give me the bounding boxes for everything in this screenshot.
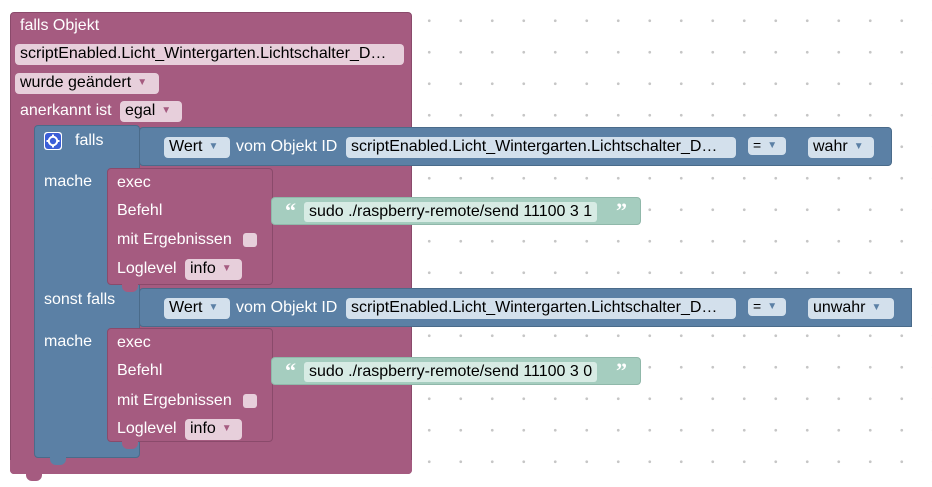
chevron-down-icon: ▼ (871, 302, 882, 313)
if-label: falls (75, 132, 104, 149)
loglevel-value-1: info (190, 260, 216, 277)
exec-next-notch-1 (122, 284, 138, 292)
chevron-down-icon: ▼ (137, 77, 148, 88)
chevron-down-icon: ▼ (221, 263, 232, 274)
value-text-2: unwahr (813, 299, 866, 316)
command-string-block-1[interactable]: “ sudo ./raspberry-remote/send 11100 3 1… (271, 197, 641, 225)
chevron-down-icon: ▼ (767, 140, 778, 151)
loglevel-value-2: info (190, 420, 216, 437)
results-label-1: mit Ergebnissen (117, 231, 232, 248)
loglevel-label-2: Loglevel (117, 420, 177, 437)
property-dropdown-2[interactable]: Wert ▼ (164, 298, 230, 319)
trigger-title: falls Objekt (20, 17, 100, 34)
chevron-down-icon: ▼ (208, 302, 219, 313)
trigger-bottom-bar (10, 460, 412, 474)
object-id-field-1[interactable]: scriptEnabled.Licht_Wintergarten.Lichtsc… (346, 137, 736, 158)
object-id-text-2: scriptEnabled.Licht_Wintergarten.Lichtsc… (351, 299, 718, 316)
results-label-2: mit Ergebnissen (117, 392, 232, 409)
trigger-ack-dropdown[interactable]: egal ▼ (120, 101, 182, 122)
value-dropdown-2[interactable]: unwahr ▼ (808, 298, 894, 319)
of-object-label-1: vom Objekt ID (236, 138, 338, 155)
condition-block-1[interactable]: Wert ▼ vom Objekt ID scriptEnabled.Licht_… (139, 127, 892, 166)
loglevel-dropdown-1[interactable]: info ▼ (185, 259, 242, 280)
results-checkbox-2[interactable] (243, 394, 257, 408)
value-text-1: wahr (813, 138, 848, 155)
trigger-ack-label: anerkannt ist (20, 102, 112, 119)
command-text-1[interactable]: sudo ./raspberry-remote/send 11100 3 1 (304, 202, 598, 222)
exec-title-2: exec (117, 334, 151, 351)
trigger-object-id-field[interactable]: scriptEnabled.Licht_Wintergarten.Lichtsc… (15, 44, 404, 65)
command-label-1: Befehl (117, 202, 163, 219)
open-quote-icon: “ (285, 358, 296, 383)
command-label-2: Befehl (117, 362, 163, 379)
exec-title-1: exec (117, 174, 151, 191)
loglevel-label-1: Loglevel (117, 260, 177, 277)
of-object-label-2: vom Objekt ID (236, 299, 338, 316)
close-quote-icon: ” (616, 198, 627, 223)
open-quote-icon: “ (285, 198, 296, 223)
trigger-change-dropdown[interactable]: wurde geändert ▼ (15, 73, 159, 94)
do-label-2: mache (44, 333, 93, 350)
property-value-2: Wert (169, 299, 203, 316)
if-next-notch (50, 457, 66, 465)
operator-value-1: = (753, 137, 762, 153)
trigger-ack-value: egal (125, 102, 156, 119)
trigger-next-notch (26, 473, 42, 481)
results-checkbox-1[interactable] (243, 233, 257, 247)
trigger-object-id-text: scriptEnabled.Licht_Wintergarten.Lichtsc… (20, 45, 387, 62)
operator-value-2: = (753, 298, 762, 314)
chevron-down-icon: ▼ (161, 105, 172, 116)
property-value-1: Wert (169, 138, 203, 155)
chevron-down-icon: ▼ (767, 301, 778, 312)
value-dropdown-1[interactable]: wahr ▼ (808, 137, 874, 158)
do-label-1: mache (44, 173, 93, 190)
property-dropdown-1[interactable]: Wert ▼ (164, 137, 230, 158)
elseif-label: sonst falls (44, 291, 116, 308)
exec-next-notch-2 (122, 441, 138, 449)
trigger-change-value: wurde geändert (20, 74, 132, 91)
chevron-down-icon: ▼ (853, 141, 864, 152)
gear-icon[interactable] (44, 132, 62, 150)
chevron-down-icon: ▼ (221, 423, 232, 434)
object-id-text-1: scriptEnabled.Licht_Wintergarten.Lichtsc… (351, 138, 718, 155)
operator-dropdown-1[interactable]: =▼ (748, 137, 786, 155)
chevron-down-icon: ▼ (208, 141, 219, 152)
condition-block-2[interactable]: Wert ▼ vom Objekt ID scriptEnabled.Licht_… (139, 288, 912, 327)
object-id-field-2[interactable]: scriptEnabled.Licht_Wintergarten.Lichtsc… (346, 298, 736, 319)
loglevel-dropdown-2[interactable]: info ▼ (185, 419, 242, 440)
operator-dropdown-2[interactable]: =▼ (748, 298, 786, 316)
command-text-2[interactable]: sudo ./raspberry-remote/send 11100 3 0 (304, 362, 598, 382)
close-quote-icon: ” (616, 358, 627, 383)
command-string-block-2[interactable]: “ sudo ./raspberry-remote/send 11100 3 0… (271, 357, 641, 385)
